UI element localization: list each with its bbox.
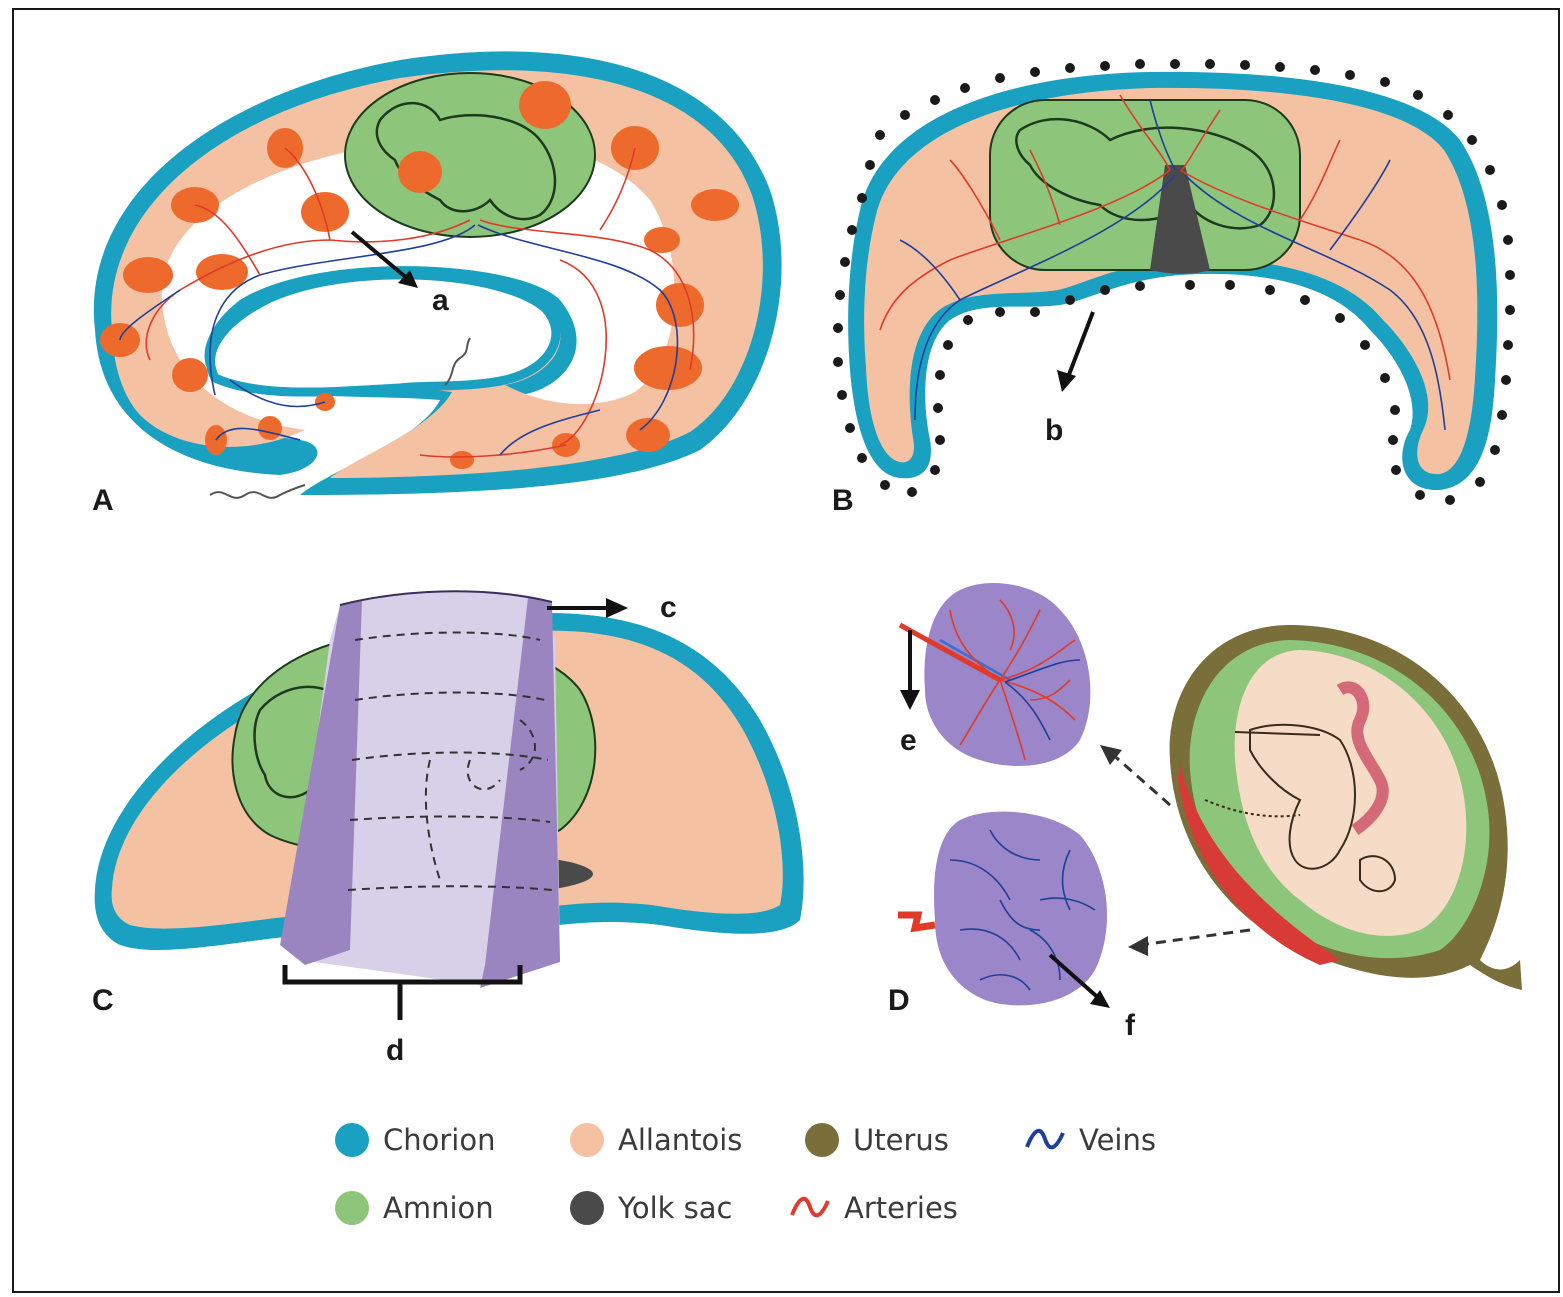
legend-item-uterus: Uterus <box>805 1123 949 1157</box>
panel-d-lower-disc-artery <box>898 915 935 928</box>
legend: Chorion Allantois Uterus Veins Amnion Yo… <box>330 1115 1230 1245</box>
artery-wave-icon <box>790 1195 830 1221</box>
panel-a-umbilical-cord <box>210 485 305 498</box>
legend-item-arteries: Arteries <box>790 1191 958 1225</box>
legend-label: Veins <box>1079 1123 1156 1157</box>
panel-d-discoid-placenta: e f D <box>888 583 1522 1042</box>
legend-item-yolk-sac: Yolk sac <box>570 1191 733 1225</box>
panel-a-label: A <box>92 484 114 517</box>
chorion-swatch <box>335 1123 369 1157</box>
pointer-f-label: f <box>1125 1009 1136 1042</box>
legend-item-chorion: Chorion <box>335 1123 495 1157</box>
legend-label: Yolk sac <box>618 1191 733 1225</box>
panel-d-label: D <box>888 984 910 1017</box>
legend-label: Amnion <box>383 1191 494 1225</box>
legend-label: Arteries <box>844 1191 958 1225</box>
panel-d-lower-disc <box>934 812 1107 1006</box>
legend-item-veins: Veins <box>1025 1123 1156 1157</box>
pointer-d-label: d <box>386 1034 404 1067</box>
pointer-e-label: e <box>900 724 917 757</box>
uterus-swatch <box>805 1123 839 1157</box>
pointer-a-label: a <box>432 284 449 317</box>
legend-label: Chorion <box>383 1123 495 1157</box>
amnion-swatch <box>335 1191 369 1225</box>
legend-item-amnion: Amnion <box>335 1191 494 1225</box>
legend-label: Allantois <box>618 1123 742 1157</box>
legend-label: Uterus <box>853 1123 949 1157</box>
panel-a-cotyledonary-placenta: a A <box>92 51 782 517</box>
panel-b-amnion <box>990 100 1300 270</box>
panel-c-label: C <box>92 984 114 1017</box>
panel-b-label: B <box>832 484 854 517</box>
yolk-sac-swatch <box>570 1191 604 1225</box>
allantois-swatch <box>570 1123 604 1157</box>
legend-item-allantois: Allantois <box>570 1123 742 1157</box>
pointer-c-label: c <box>660 591 677 624</box>
vein-wave-icon <box>1025 1127 1065 1153</box>
pointer-b-label: b <box>1045 414 1063 447</box>
panel-c-zonary-placenta: d c C <box>92 591 804 1067</box>
panel-b-diffuse-placenta: b B <box>832 59 1515 517</box>
